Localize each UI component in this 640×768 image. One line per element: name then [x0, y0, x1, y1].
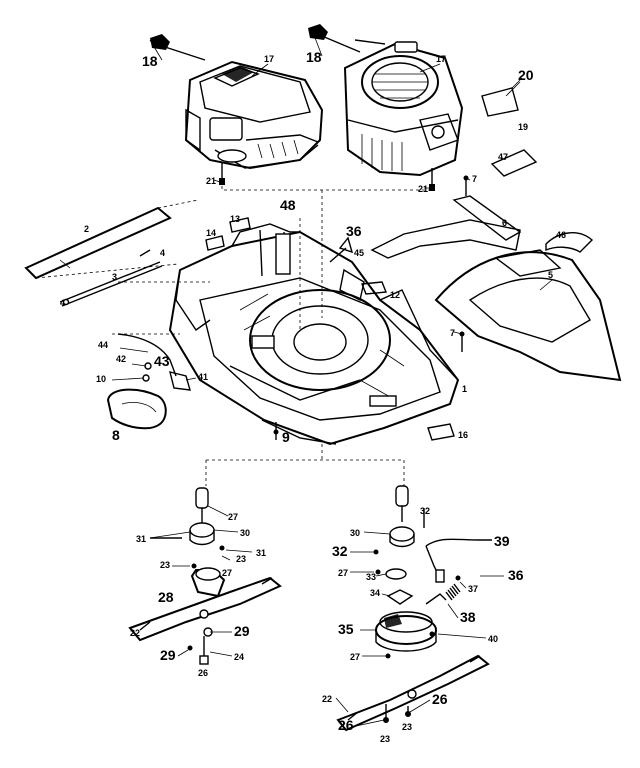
callout-21-left: 21 [206, 176, 216, 186]
engine-left [150, 34, 324, 185]
callout-27-a: 27 [228, 512, 238, 522]
callout-35: 35 [338, 621, 354, 637]
callout-17-left: 17 [264, 54, 274, 64]
callout-19: 19 [518, 122, 528, 132]
callout-26-right: 26 [432, 691, 448, 707]
callout-36-top: 36 [346, 223, 362, 239]
callout-31-right: 31 [256, 548, 266, 558]
mower-deck [168, 223, 460, 446]
callout-29-left: 29 [160, 647, 176, 663]
callout-24: 24 [234, 652, 244, 662]
callout-33: 33 [366, 572, 376, 582]
callout-23-b: 23 [236, 554, 246, 564]
callout-32-top: 32 [420, 506, 430, 516]
callout-23-a: 23 [160, 560, 170, 570]
callout-45: 45 [354, 248, 364, 258]
callout-17-right: 17 [436, 54, 446, 64]
callout-9: 9 [282, 429, 290, 445]
callout-44: 44 [98, 340, 108, 350]
callout-20: 20 [518, 67, 534, 83]
callout-23-c: 23 [402, 722, 412, 732]
callout-26-bottom: 26 [338, 717, 354, 733]
callout-28: 28 [158, 589, 174, 605]
blade-assembly-left [128, 487, 282, 665]
callout-40: 40 [488, 634, 498, 644]
callout-18-right: 18 [306, 49, 322, 65]
callout-3: 3 [112, 272, 117, 282]
callout-27-d: 27 [350, 652, 360, 662]
callout-36-bottom: 36 [508, 567, 524, 583]
callout-34: 34 [370, 588, 380, 598]
callout-26-left: 26 [198, 668, 208, 678]
callout-39: 39 [494, 533, 510, 549]
callout-38: 38 [460, 609, 476, 625]
callout-21-right: 21 [418, 184, 428, 194]
callout-23-d: 23 [380, 734, 390, 744]
callout-6: 6 [502, 218, 507, 228]
callout-13: 13 [230, 214, 240, 224]
callout-46: 46 [556, 230, 566, 240]
callout-48: 48 [280, 197, 296, 213]
callout-1: 1 [462, 384, 467, 394]
callout-37: 37 [468, 584, 478, 594]
callout-27-c: 27 [338, 568, 348, 578]
callout-41: 41 [198, 372, 208, 382]
callout-7-top: 7 [472, 174, 477, 184]
callout-8: 8 [112, 427, 120, 443]
callout-10: 10 [96, 374, 106, 384]
callout-2: 2 [84, 224, 89, 234]
callout-22-right: 22 [322, 694, 332, 704]
callout-16: 16 [458, 430, 468, 440]
callout-4-lower: 4 [60, 298, 65, 308]
callout-5: 5 [548, 270, 553, 280]
callout-14: 14 [206, 228, 216, 238]
callout-43: 43 [154, 353, 170, 369]
callout-30-right: 30 [350, 528, 360, 538]
callout-27-b: 27 [222, 568, 232, 578]
engine-right [308, 24, 464, 191]
callout-31-left: 31 [136, 534, 146, 544]
callout-18-left: 18 [142, 53, 158, 69]
callout-12: 12 [390, 290, 400, 300]
callout-7-bottom: 7 [450, 328, 455, 338]
blade-assembly-right [336, 485, 492, 732]
callout-29-right: 29 [234, 623, 250, 639]
callout-4-upper: 4 [160, 248, 165, 258]
callout-42: 42 [116, 354, 126, 364]
callout-32-left: 32 [332, 543, 348, 559]
callout-47: 47 [498, 152, 508, 162]
callout-22-left: 22 [130, 628, 140, 638]
callout-30-left: 30 [240, 528, 250, 538]
